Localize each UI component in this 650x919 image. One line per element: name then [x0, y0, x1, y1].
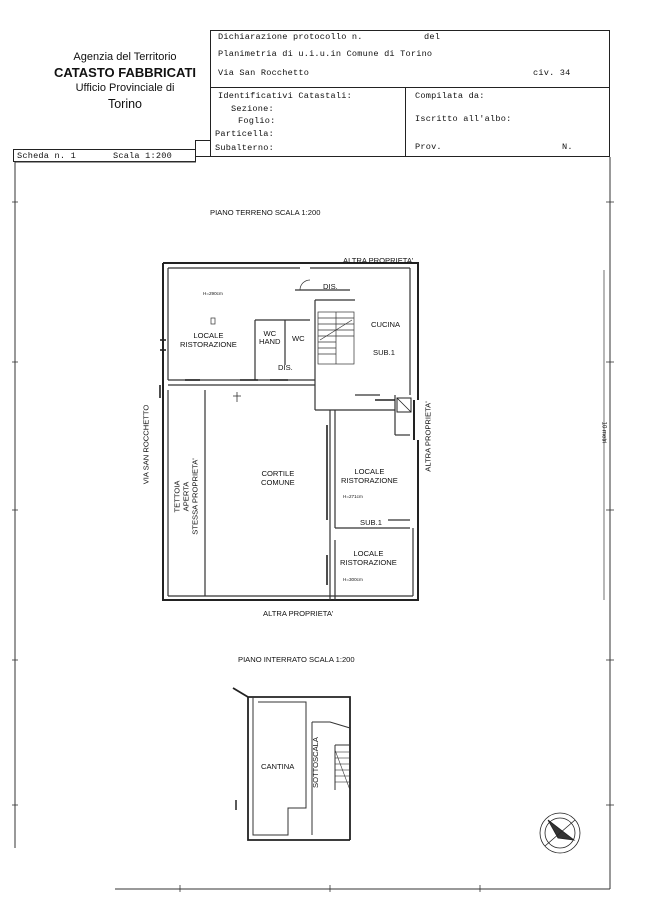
office-city: Torino — [107, 97, 143, 111]
room-sottoscala: SOTTOSCALA — [310, 737, 320, 788]
sezione-label: Sezione: — [231, 104, 274, 114]
room-locale-2: LOCALE RISTORAZIONE — [341, 467, 398, 485]
height-2: H=271cm — [343, 494, 363, 499]
basement-stairs — [334, 749, 351, 791]
fixture — [210, 317, 216, 325]
staircase — [317, 311, 355, 365]
scale-note: 10 metri — [600, 421, 607, 444]
neighbor-right: ALTRA PROPRIETA' — [423, 401, 433, 472]
foglio-label: Foglio: — [238, 116, 276, 126]
sheet-frame — [14, 157, 611, 890]
neighbor-top: ALTRA PROPRIETA' — [343, 256, 414, 265]
room-cantina: CANTINA — [261, 762, 295, 771]
header-top-rule — [210, 30, 610, 31]
subalterno-label: Subalterno: — [215, 143, 274, 153]
header-bottom-rule — [195, 156, 610, 157]
basement-walls — [232, 687, 351, 841]
neighbor-bottom: ALTRA PROPRIETA' — [263, 609, 334, 618]
prov-label: Prov. — [415, 142, 442, 152]
room-wc-hand: WC HAND — [259, 329, 281, 346]
catasto-title: CATASTO FABBRICATI — [53, 65, 197, 80]
office-label: Ufficio Provinciale di — [75, 82, 175, 94]
compilata-label: Compilata da: — [415, 91, 485, 101]
sub-label-mid: SUB.1 — [360, 518, 382, 527]
header-vertical-split — [405, 87, 406, 157]
street-side-label: VIA SAN ROCCHETTO — [141, 404, 151, 485]
del-label: del — [424, 32, 441, 42]
header-right-rule — [609, 30, 610, 157]
scheda-label: Scheda n. 1 — [17, 151, 76, 161]
north-arrow-icon — [539, 812, 581, 854]
header-mid-rule — [210, 87, 610, 88]
identifiers-label: Identificativi Catastali: — [218, 91, 352, 101]
agency-name: Agenzia del Territorio — [73, 51, 177, 63]
n-label: N. — [562, 142, 573, 152]
ground-floor-title: PIANO TERRENO SCALA 1:200 — [210, 208, 321, 217]
room-dis-top: DIS. — [323, 282, 338, 291]
room-dis-bottom: DIS. — [278, 363, 293, 372]
iscritto-label: Iscritto all'albo: — [415, 114, 512, 124]
door-marks — [159, 295, 419, 585]
room-locale-3: LOCALE RISTORAZIONE — [340, 549, 397, 567]
civic-number: civ. 34 — [533, 68, 571, 78]
room-tettoia: TETTOIA APERTA STESSA PROPRIETA' — [172, 458, 200, 535]
room-cortile: CORTILE COMUNE — [261, 469, 295, 487]
tick-marks — [12, 201, 614, 892]
door-swing — [299, 279, 311, 291]
basement-inner-walls — [252, 697, 351, 836]
basement-title: PIANO INTERRATO SCALA 1:200 — [238, 655, 355, 664]
header-bracket-rule — [195, 140, 211, 141]
header-left-bracket — [195, 140, 196, 157]
agency-block: Agenzia del Territorio CATASTO FABBRICAT… — [30, 50, 220, 113]
room-cucina: CUCINA — [371, 320, 401, 329]
planimetry-label: Planimetria di u.i.u.in Comune di Torino — [218, 49, 433, 59]
sub-label-top: SUB.1 — [373, 348, 395, 357]
scala-label: Scala 1:200 — [113, 151, 172, 161]
ground-floor-inner-walls — [167, 267, 414, 600]
column-box — [396, 397, 412, 413]
header-left-rule — [210, 30, 211, 157]
room-locale-1: LOCALE RISTORAZIONE — [180, 331, 237, 349]
protocol-label: Dichiarazione protocollo n. — [218, 32, 363, 42]
particella-label: Particella: — [215, 129, 274, 139]
room-wc: WC — [292, 334, 305, 343]
street-label: Via San Rocchetto — [218, 68, 310, 78]
height-3: H=300cm — [343, 577, 363, 582]
height-1: H=290cm — [203, 291, 223, 296]
